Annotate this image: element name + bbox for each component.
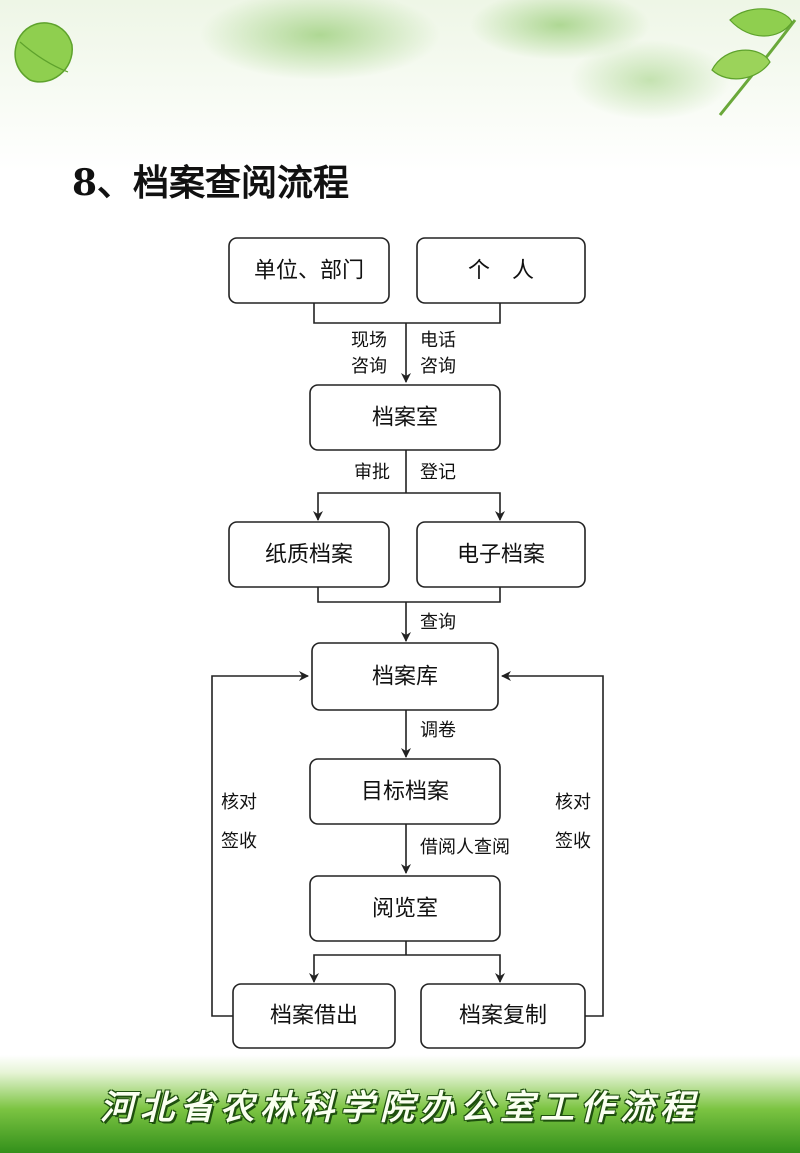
edge-merge-bracket [317, 587, 501, 603]
edge-copy-return [501, 671, 604, 1017]
label-left-check: 核对 [221, 792, 257, 813]
label-phone-2: 咨询 [420, 356, 456, 377]
svg-text:档案借出: 档案借出 [270, 1004, 358, 1029]
node-archive-store: 档案库 [311, 642, 499, 711]
label-register: 登记 [420, 462, 456, 483]
label-right-check: 核对 [555, 792, 591, 813]
leaf-icon [14, 22, 73, 83]
edge-split-electronic [406, 492, 505, 521]
label-retrieve: 调卷 [420, 720, 456, 741]
label-onsite-1: 现场 [351, 330, 387, 351]
label-onsite-2: 咨询 [351, 356, 387, 377]
label-left-sign: 签收 [221, 831, 257, 852]
node-unit-dept: 单位、部门 [228, 237, 390, 304]
node-individual: 个 人 [416, 237, 586, 304]
label-borrower-query: 借阅人查阅 [420, 837, 510, 858]
footer-title: 河北省农林科学院办公室工作流程 [100, 1088, 700, 1128]
svg-text:档案复制: 档案复制 [459, 1004, 547, 1029]
edges [211, 303, 604, 1017]
svg-text:档案库: 档案库 [372, 665, 438, 690]
svg-text:档案室: 档案室 [372, 406, 438, 431]
svg-text:单位、部门: 单位、部门 [254, 259, 364, 284]
edge-top-bracket [313, 303, 501, 324]
label-approve: 审批 [354, 462, 390, 483]
page-title: 8、档案查阅流程 [72, 162, 350, 204]
label-query: 查询 [420, 612, 456, 633]
edge-lend-return [211, 671, 309, 1017]
edge-split-paper [313, 492, 406, 521]
svg-text:目标档案: 目标档案 [361, 780, 449, 805]
svg-text:纸质档案: 纸质档案 [265, 543, 353, 568]
svg-text:阅览室: 阅览室 [372, 897, 438, 922]
edge-split-copy [406, 954, 505, 983]
node-paper-archive: 纸质档案 [228, 521, 390, 588]
svg-text:电子档案: 电子档案 [457, 543, 545, 568]
edge-split-lend [309, 954, 406, 983]
label-right-sign: 签收 [555, 831, 591, 852]
header-leaf-decoration [0, 0, 800, 170]
node-archive-copy: 档案复制 [420, 983, 586, 1049]
node-archive-room: 档案室 [309, 384, 501, 451]
node-archive-lend: 档案借出 [232, 983, 396, 1049]
node-electronic-archive: 电子档案 [416, 521, 586, 588]
node-target-archive: 目标档案 [309, 758, 501, 825]
leaf-branch-icon [711, 8, 797, 116]
footer-banner [0, 1055, 800, 1153]
node-reading-room: 阅览室 [309, 875, 501, 942]
label-phone-1: 电话 [420, 330, 456, 351]
svg-text:个 人: 个 人 [468, 259, 534, 284]
